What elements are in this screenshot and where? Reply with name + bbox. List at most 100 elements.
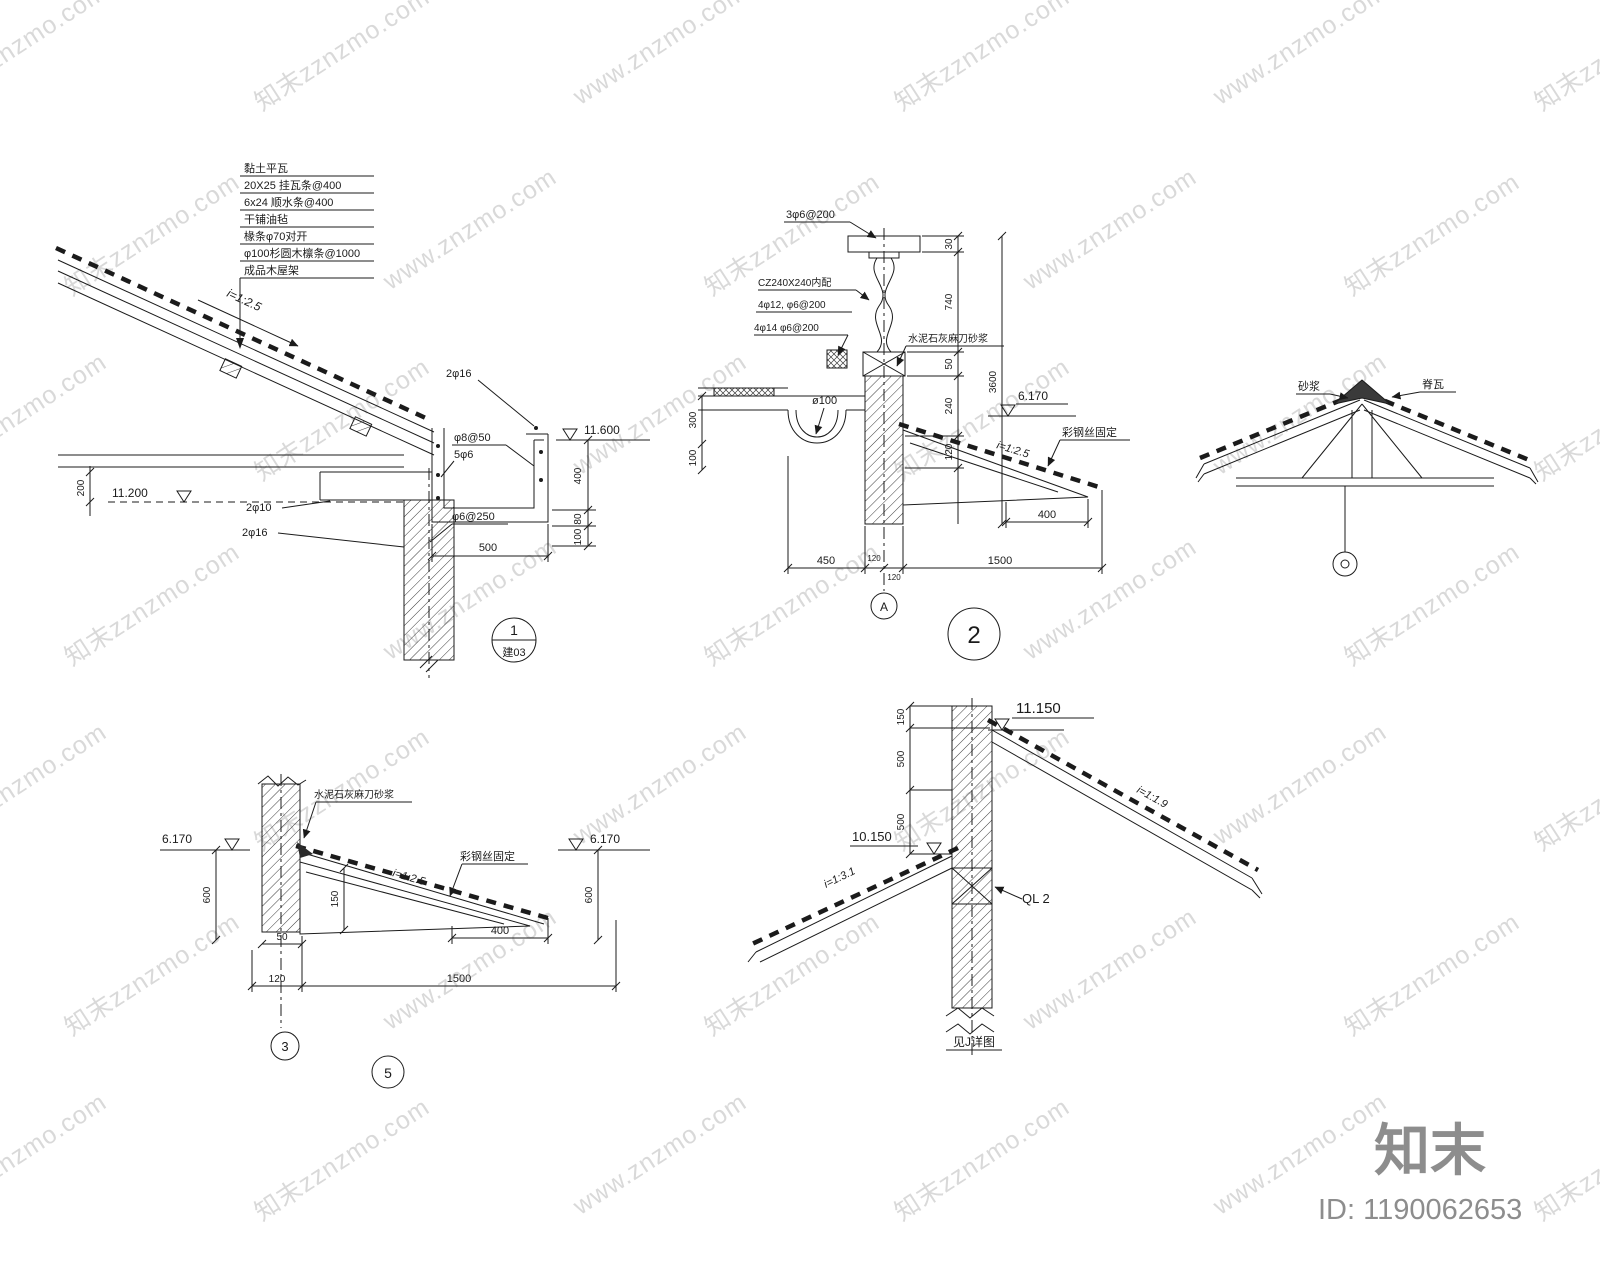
dim-label: 240: [944, 397, 955, 414]
detail4-linework: [160, 774, 650, 1089]
rebar-label: φ8@50: [454, 432, 491, 444]
slope-label: i=1:3.1: [822, 865, 857, 890]
detail3-linework: [1195, 379, 1539, 577]
slope-label: i=1:2.5: [225, 286, 264, 314]
level-label: 6.170: [162, 832, 192, 846]
spec-label: CZ240X240内配: [758, 276, 831, 289]
pipe-label: ø100: [812, 395, 837, 407]
detail5-linework: [747, 698, 1263, 1058]
dim-label: 400: [491, 925, 509, 937]
dim-label: 500: [896, 750, 907, 767]
dim-label: 300: [688, 411, 699, 428]
slope-label: i=1:2.5: [391, 867, 427, 888]
bubble-ref: 建03: [502, 645, 525, 659]
fix-note: 彩钢丝固定: [1062, 425, 1117, 439]
mortar-label: 水泥石灰麻刀砂浆: [314, 788, 394, 801]
detail4-canopy-eave-section: 水泥石灰麻刀砂浆 6.170 6.170 i=1:2.5 彩钢丝固定 600 6…: [160, 774, 650, 1089]
znzmo-logo: 知末: [1374, 1119, 1486, 1182]
detail1-eave-gutter-section: 黏土平瓦 20X25 挂瓦条@400 6x24 顺水条@400 干铺油毡 椽条φ…: [55, 161, 650, 678]
gutter-profile: [787, 409, 847, 444]
material-note: 成品木屋架: [244, 264, 299, 277]
dim-label: 400: [573, 467, 584, 484]
level-label: 11.150: [1016, 700, 1061, 717]
mortar-label: 砂浆: [1298, 379, 1320, 393]
ridge-tile-label: 脊瓦: [1422, 377, 1444, 391]
beam-ql2: [951, 867, 993, 905]
roof-tile-course: [1367, 391, 1535, 465]
bubble-number: 3: [281, 1039, 288, 1054]
material-note: 干铺油毡: [244, 212, 288, 226]
detail1-labels: 黏土平瓦 20X25 挂瓦条@400 6x24 顺水条@400 干铺油毡 椽条φ…: [76, 161, 620, 659]
dim-label: 1500: [447, 973, 471, 985]
dim-label: 120: [867, 554, 881, 563]
dim-label: 1500: [988, 555, 1012, 567]
dim-label: 50: [276, 932, 288, 943]
rebar-label: 3φ6@200: [786, 209, 835, 221]
detail1-linework: [55, 175, 650, 678]
bubble-number: 1: [510, 622, 518, 638]
dim-label: 450: [817, 555, 835, 567]
material-note: φ100杉圆木檩条@1000: [244, 246, 360, 260]
material-note: 椽条φ70对开: [244, 229, 307, 243]
gutter-profile: [431, 428, 549, 523]
detail5-labels: 11.150 10.150 i=1:1.9 i=1:3.1 QL 2 见J详图 …: [822, 700, 1169, 1049]
image-id-text: ID: 1190062653: [1318, 1194, 1523, 1226]
fix-note: 彩钢丝固定: [460, 849, 515, 863]
ornament: [1332, 551, 1358, 577]
level-label: 6.170: [1018, 389, 1048, 403]
dim-label: 500: [896, 813, 907, 830]
material-note: 20X25 挂瓦条@400: [244, 178, 341, 192]
ridge-cap: [1333, 379, 1391, 405]
roof-tile-course: [295, 843, 549, 921]
level-label: 11.200: [112, 486, 148, 500]
detail5-wall-roof-junction: 11.150 10.150 i=1:1.9 i=1:3.1 QL 2 见J详图 …: [747, 698, 1263, 1058]
dim-label: 740: [944, 293, 955, 310]
ref-note: 见J详图: [953, 1034, 995, 1049]
dim-label: 600: [584, 886, 595, 903]
dim-label: 150: [330, 890, 341, 907]
slope-label: i=1:1.9: [1135, 784, 1170, 811]
dim-label: 3600: [988, 370, 999, 393]
rebar-label: 4φ12, φ6@200: [758, 300, 826, 311]
dim-label: 600: [202, 886, 213, 903]
dim-label: 120: [269, 974, 286, 985]
dim-label: 200: [76, 479, 87, 496]
bubble-number: 5: [384, 1065, 392, 1081]
slope-label: i=1:2.5: [995, 439, 1031, 460]
rebar-label: 5φ6: [454, 449, 473, 461]
dim-label: 120: [887, 573, 901, 582]
rebar-label: 4φ14 φ6@200: [754, 323, 819, 334]
dim-label: 100: [688, 449, 699, 466]
rebar-label: φ6@250: [452, 511, 495, 523]
purlin-block: [349, 416, 373, 437]
dim-label: 500: [479, 542, 497, 554]
baluster: [873, 257, 895, 353]
rebar-label: 2φ16: [446, 368, 472, 380]
rebar-label: 2φ10: [246, 502, 272, 514]
detail2-parapet-eave-section: 3φ6@200 CZ240X240内配 4φ12, φ6@200 4φ14 φ6…: [688, 209, 1130, 661]
roof-tile-course: [1199, 391, 1357, 461]
material-note: 黏土平瓦: [244, 161, 288, 175]
roof-tile-course: [986, 718, 1260, 872]
dim-label: 400: [1038, 509, 1056, 521]
level-label: 10.150: [852, 829, 892, 844]
dim-label: 120: [944, 443, 955, 460]
detail-bubble-3: [270, 1031, 300, 1061]
detail3-labels: 砂浆 脊瓦: [1298, 377, 1444, 393]
detail-bubble-5: [371, 1055, 405, 1089]
purlin-block: [219, 358, 243, 379]
detail2-linework: [697, 221, 1130, 661]
mortar-label: 水泥石灰麻刀砂浆: [908, 332, 988, 345]
beam-label: QL 2: [1022, 891, 1050, 906]
axis-label: A: [880, 600, 888, 614]
axis-bubble: [870, 592, 898, 620]
dim-label: 80: [573, 513, 584, 525]
material-note: 6x24 顺水条@400: [244, 195, 333, 209]
dim-label: 30: [944, 238, 955, 250]
level-label: 11.600: [584, 423, 620, 437]
bubble-number: 2: [967, 622, 980, 649]
level-label: 6.170: [590, 832, 620, 846]
detail-bubble-2: [947, 607, 1001, 661]
